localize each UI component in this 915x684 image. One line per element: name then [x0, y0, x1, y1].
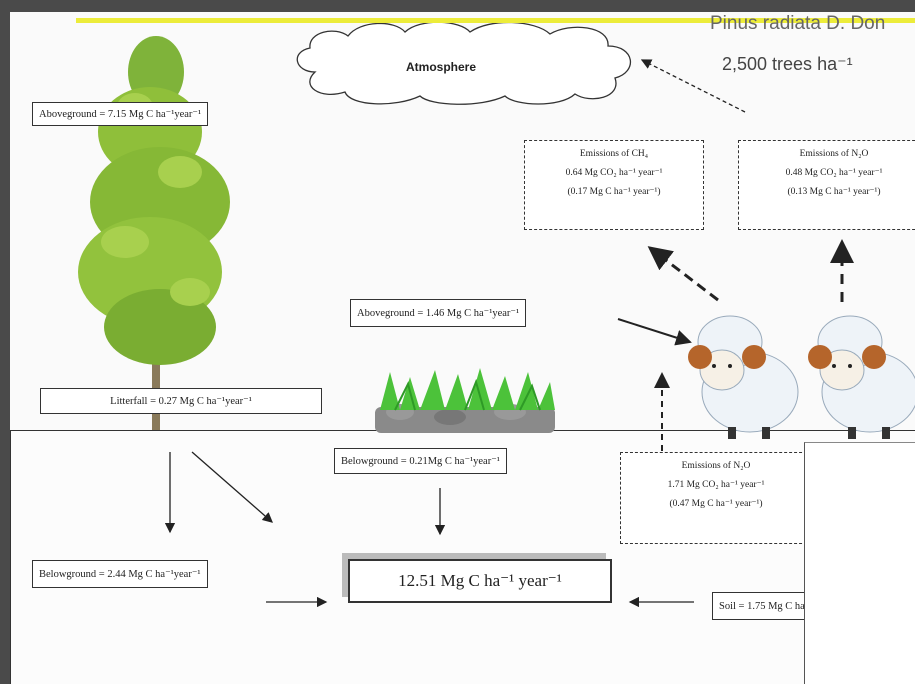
ch4-emissions-box: Emissions of CH₄ 0.64 Mg CO₂ ha⁻¹ year⁻¹… — [524, 140, 704, 230]
species-title: Pinus radiata D. Don — [710, 13, 886, 34]
n2o-animal-co2: 0.48 Mg CO₂ ha⁻¹ year⁻¹ — [785, 168, 883, 178]
arrow-pasture-aboveground — [617, 318, 692, 346]
pasture-belowground-box: Belowground = 0.21Mg C ha⁻¹year⁻¹ — [334, 448, 507, 474]
sheep-illustration — [688, 315, 799, 439]
pine-tree-illustration — [78, 36, 230, 430]
diagram-frame: Pinus radiata D. Don 2,500 trees ha⁻¹ At… — [10, 12, 915, 684]
total-sequestration-box: 12.51 Mg C ha⁻¹ year⁻¹ — [348, 559, 612, 603]
arrow-ch4 — [647, 246, 719, 302]
arrow-to-atmosphere — [640, 59, 746, 113]
ch4-carbon: (0.17 Mg C ha⁻¹ year⁻¹) — [567, 187, 661, 197]
n2o-animal-emissions-box: Emissions of N₂O 0.48 Mg CO₂ ha⁻¹ year⁻¹… — [738, 140, 915, 230]
sheep-illustration — [808, 315, 915, 439]
cropped-overlay-panel — [804, 442, 915, 684]
n2o-animal-title: Emissions of N₂O — [799, 149, 869, 159]
illustration-layer — [78, 21, 915, 608]
tree-aboveground-box: Aboveground = 7.15 Mg C ha⁻¹year⁻¹ — [32, 102, 209, 126]
n2o-soil-co2: 1.71 Mg CO₂ ha⁻¹ year⁻¹ — [667, 480, 765, 490]
pasture-aboveground-box: Aboveground = 1.46 Mg C ha⁻¹year⁻¹ — [350, 299, 527, 327]
arrow-litterfall — [191, 451, 273, 523]
litterfall-box: Litterfall = 0.27 Mg C ha⁻¹year⁻¹ — [40, 388, 322, 414]
n2o-soil-emissions-box: Emissions of N₂O 1.71 Mg CO₂ ha⁻¹ year⁻¹… — [620, 452, 812, 544]
n2o-animal-carbon: (0.13 Mg C ha⁻¹ year⁻¹) — [787, 187, 881, 197]
ch4-co2: 0.64 Mg CO₂ ha⁻¹ year⁻¹ — [565, 168, 663, 178]
atmosphere-label: Atmosphere — [406, 60, 477, 74]
pasture-grass-illustration — [375, 368, 555, 433]
tree-belowground-box: Belowground = 2.44 Mg C ha⁻¹year⁻¹ — [32, 560, 208, 588]
accent-line — [76, 18, 915, 23]
atmosphere-cloud — [296, 21, 632, 105]
ch4-title: Emissions of CH₄ — [579, 149, 649, 159]
flow-arrows — [164, 59, 854, 608]
n2o-soil-title: Emissions of N₂O — [681, 461, 751, 471]
n2o-soil-carbon: (0.47 Mg C ha⁻¹ year⁻¹) — [669, 499, 763, 509]
tree-density: 2,500 trees ha⁻¹ — [722, 54, 853, 74]
